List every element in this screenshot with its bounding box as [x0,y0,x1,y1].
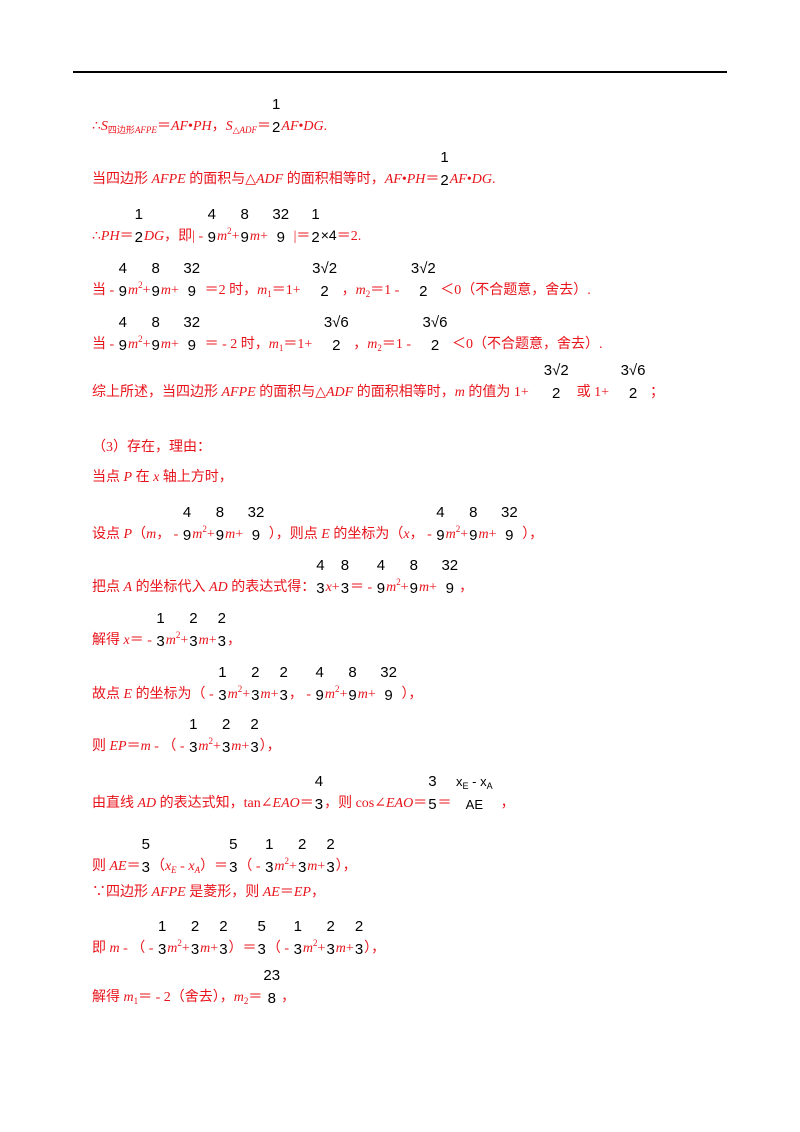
solution-line-6: 综上所述，当四边形 AFPE 的面积与△ADF 的面积相等时，m 的值为 1+ … [92,362,664,402]
header-rule [73,71,727,73]
solution-line-7: （3）存在，理由： [92,440,211,455]
solution-line-8: 当点 P 在 x 轴上方时， [92,470,233,485]
solution-line-16: ∵四边形 AFPE 是菱形，则 AE＝EP， [92,885,325,900]
